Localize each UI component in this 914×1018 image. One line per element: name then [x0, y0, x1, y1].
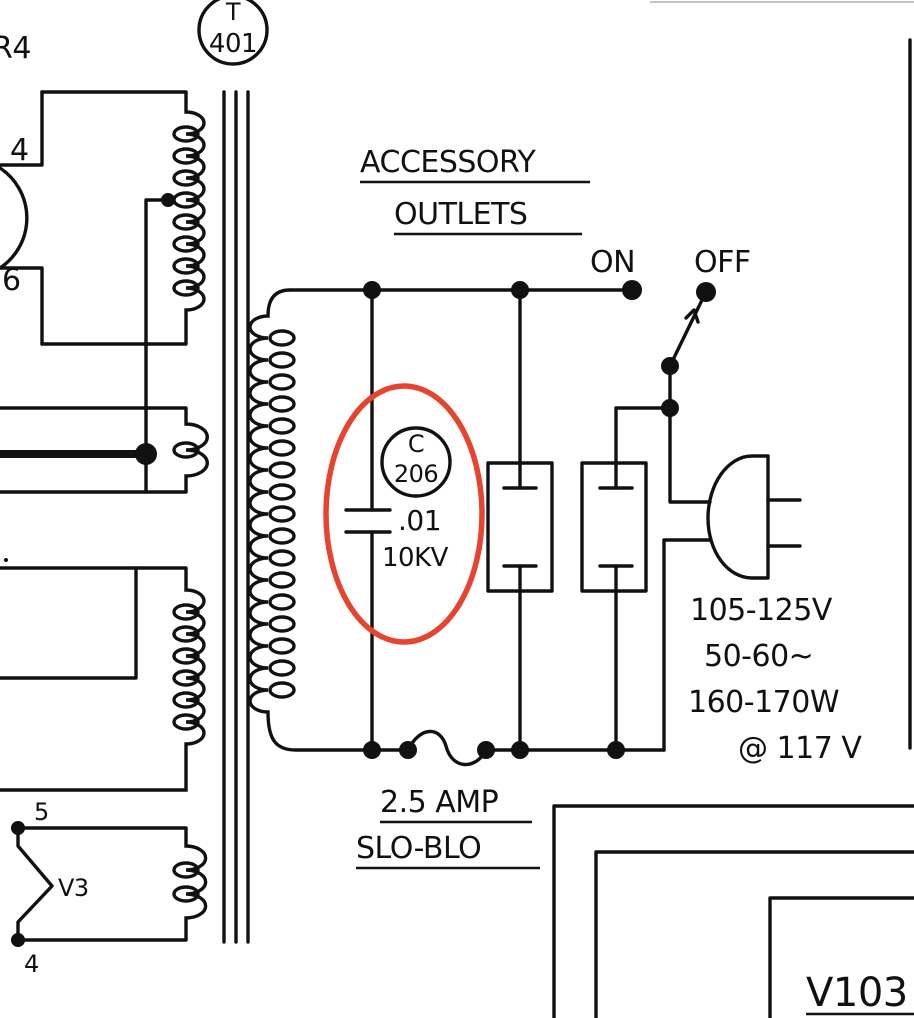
c206-letter: C: [408, 430, 424, 458]
pin-4-bottom-label: 4: [24, 950, 39, 978]
stray-dot: [4, 558, 8, 562]
switch-on-terminal: [622, 280, 642, 300]
highlight-ellipse: [323, 383, 485, 645]
switch-off-label: OFF: [694, 245, 751, 280]
r4-label: R4: [0, 31, 31, 66]
t401-letter: T: [225, 0, 241, 26]
spec-voltage-label: 105-125V: [690, 593, 833, 628]
c206-number: 206: [394, 460, 438, 488]
t401-number: 401: [209, 29, 257, 59]
pin-4-top-label: 4: [10, 133, 29, 168]
fuse-rating-label: 2.5 AMP: [380, 785, 499, 820]
spec-at-voltage-label: @ 117 V: [738, 731, 862, 766]
spec-watts-label: 160-170W: [688, 685, 839, 720]
accessory-outlet-1: [486, 288, 554, 752]
power-switch: [661, 282, 716, 417]
v103-label: V103: [806, 970, 908, 1016]
top-left-winding: [0, 90, 206, 456]
accessory-outlet-2: [580, 406, 672, 752]
c206-reference-circle: C 206: [380, 426, 452, 498]
tube-envelope-partial: [0, 166, 29, 270]
primary-winding: [248, 288, 634, 752]
pin-5-label: 5: [34, 798, 49, 826]
lower-right-chassis-boxes: [552, 804, 914, 1018]
accessory-outlets-line2: OUTLETS: [394, 197, 527, 232]
fuse-type-label: SLO-BLO: [356, 831, 481, 866]
bottom-bus: [363, 729, 666, 767]
switch-on-label: ON: [590, 245, 635, 280]
capacitor-value-label: .01: [398, 504, 441, 537]
spec-frequency-label: 50-60~: [704, 639, 813, 674]
transformer-core: [222, 90, 250, 944]
capacitor-voltage-label: 10KV: [382, 543, 449, 573]
lower-left-winding: [0, 566, 206, 792]
ac-power-plug: [662, 406, 802, 752]
accessory-outlets-line1: ACCESSORY: [360, 145, 536, 180]
capacitor-c206: [344, 288, 392, 752]
pin-6-label: 6: [2, 263, 21, 298]
t401-reference-circle: T 401: [197, 0, 269, 66]
heater-winding: [0, 406, 209, 494]
v3-label: V3: [58, 874, 89, 902]
v3-filament-winding: [11, 821, 208, 947]
